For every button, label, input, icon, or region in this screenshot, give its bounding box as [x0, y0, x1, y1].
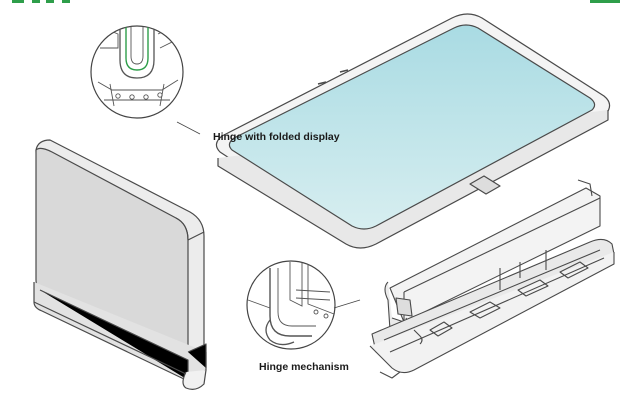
detail-hinge-mechanism [246, 260, 336, 350]
folded-phone-illustration [33, 139, 207, 390]
unfolded-display-illustration [215, 13, 611, 249]
exploded-hinge-illustration [369, 179, 615, 379]
detail-hinge-folded [90, 25, 184, 119]
label-hinge-folded-display: Hinge with folded display [213, 131, 340, 143]
green-logo-mark [12, 0, 620, 3]
label-hinge-mechanism: Hinge mechanism [259, 361, 349, 373]
